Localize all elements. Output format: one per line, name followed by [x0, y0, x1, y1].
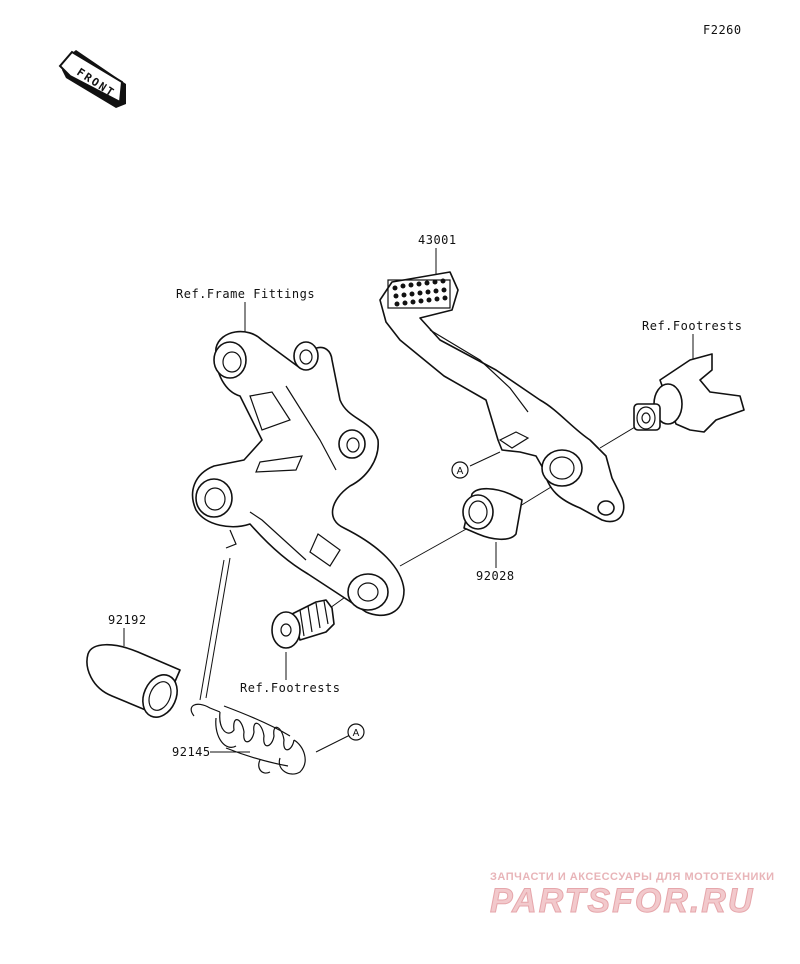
part-number-92028: 92028: [476, 569, 515, 583]
bracket-assembly: [191, 330, 405, 617]
front-arrow-icon: FRONT: [58, 50, 126, 108]
part-number-92192: 92192: [108, 613, 147, 627]
ref-footrests-right: Ref.Footrests: [642, 319, 742, 333]
leader-lines: [123, 248, 694, 753]
part-number-43001: 43001: [418, 233, 457, 247]
ref-footrests-bottom: Ref.Footrests: [240, 681, 340, 695]
watermark-tagline: ЗАПЧАСТИ И АКСЕССУАРЫ ДЛЯ МОТОТЕХНИКИ: [490, 871, 775, 883]
part-number-92145: 92145: [172, 745, 211, 759]
return-spring: [190, 703, 306, 775]
collar: [462, 487, 523, 541]
pedal-grip-texture: [392, 278, 448, 307]
ref-frame-fittings: Ref.Frame Fittings: [176, 287, 315, 301]
callout-a-lower-label: A: [353, 728, 360, 739]
callout-a-lower: A: [347, 723, 365, 741]
watermark-brand: PARTSFOR.RU: [490, 882, 754, 920]
rod-end: [633, 353, 745, 433]
pivot-bolt: [271, 599, 335, 649]
watermark: ЗАПЧАСТИ И АКСЕССУАРЫ ДЛЯ МОТОТЕХНИКИ PA…: [490, 871, 775, 921]
callout-a-upper: A: [451, 461, 469, 479]
sleeve: [86, 643, 181, 718]
figure-code: F2260: [703, 23, 742, 37]
shift-pedal: [379, 271, 625, 523]
callout-a-upper-label: A: [457, 466, 464, 477]
